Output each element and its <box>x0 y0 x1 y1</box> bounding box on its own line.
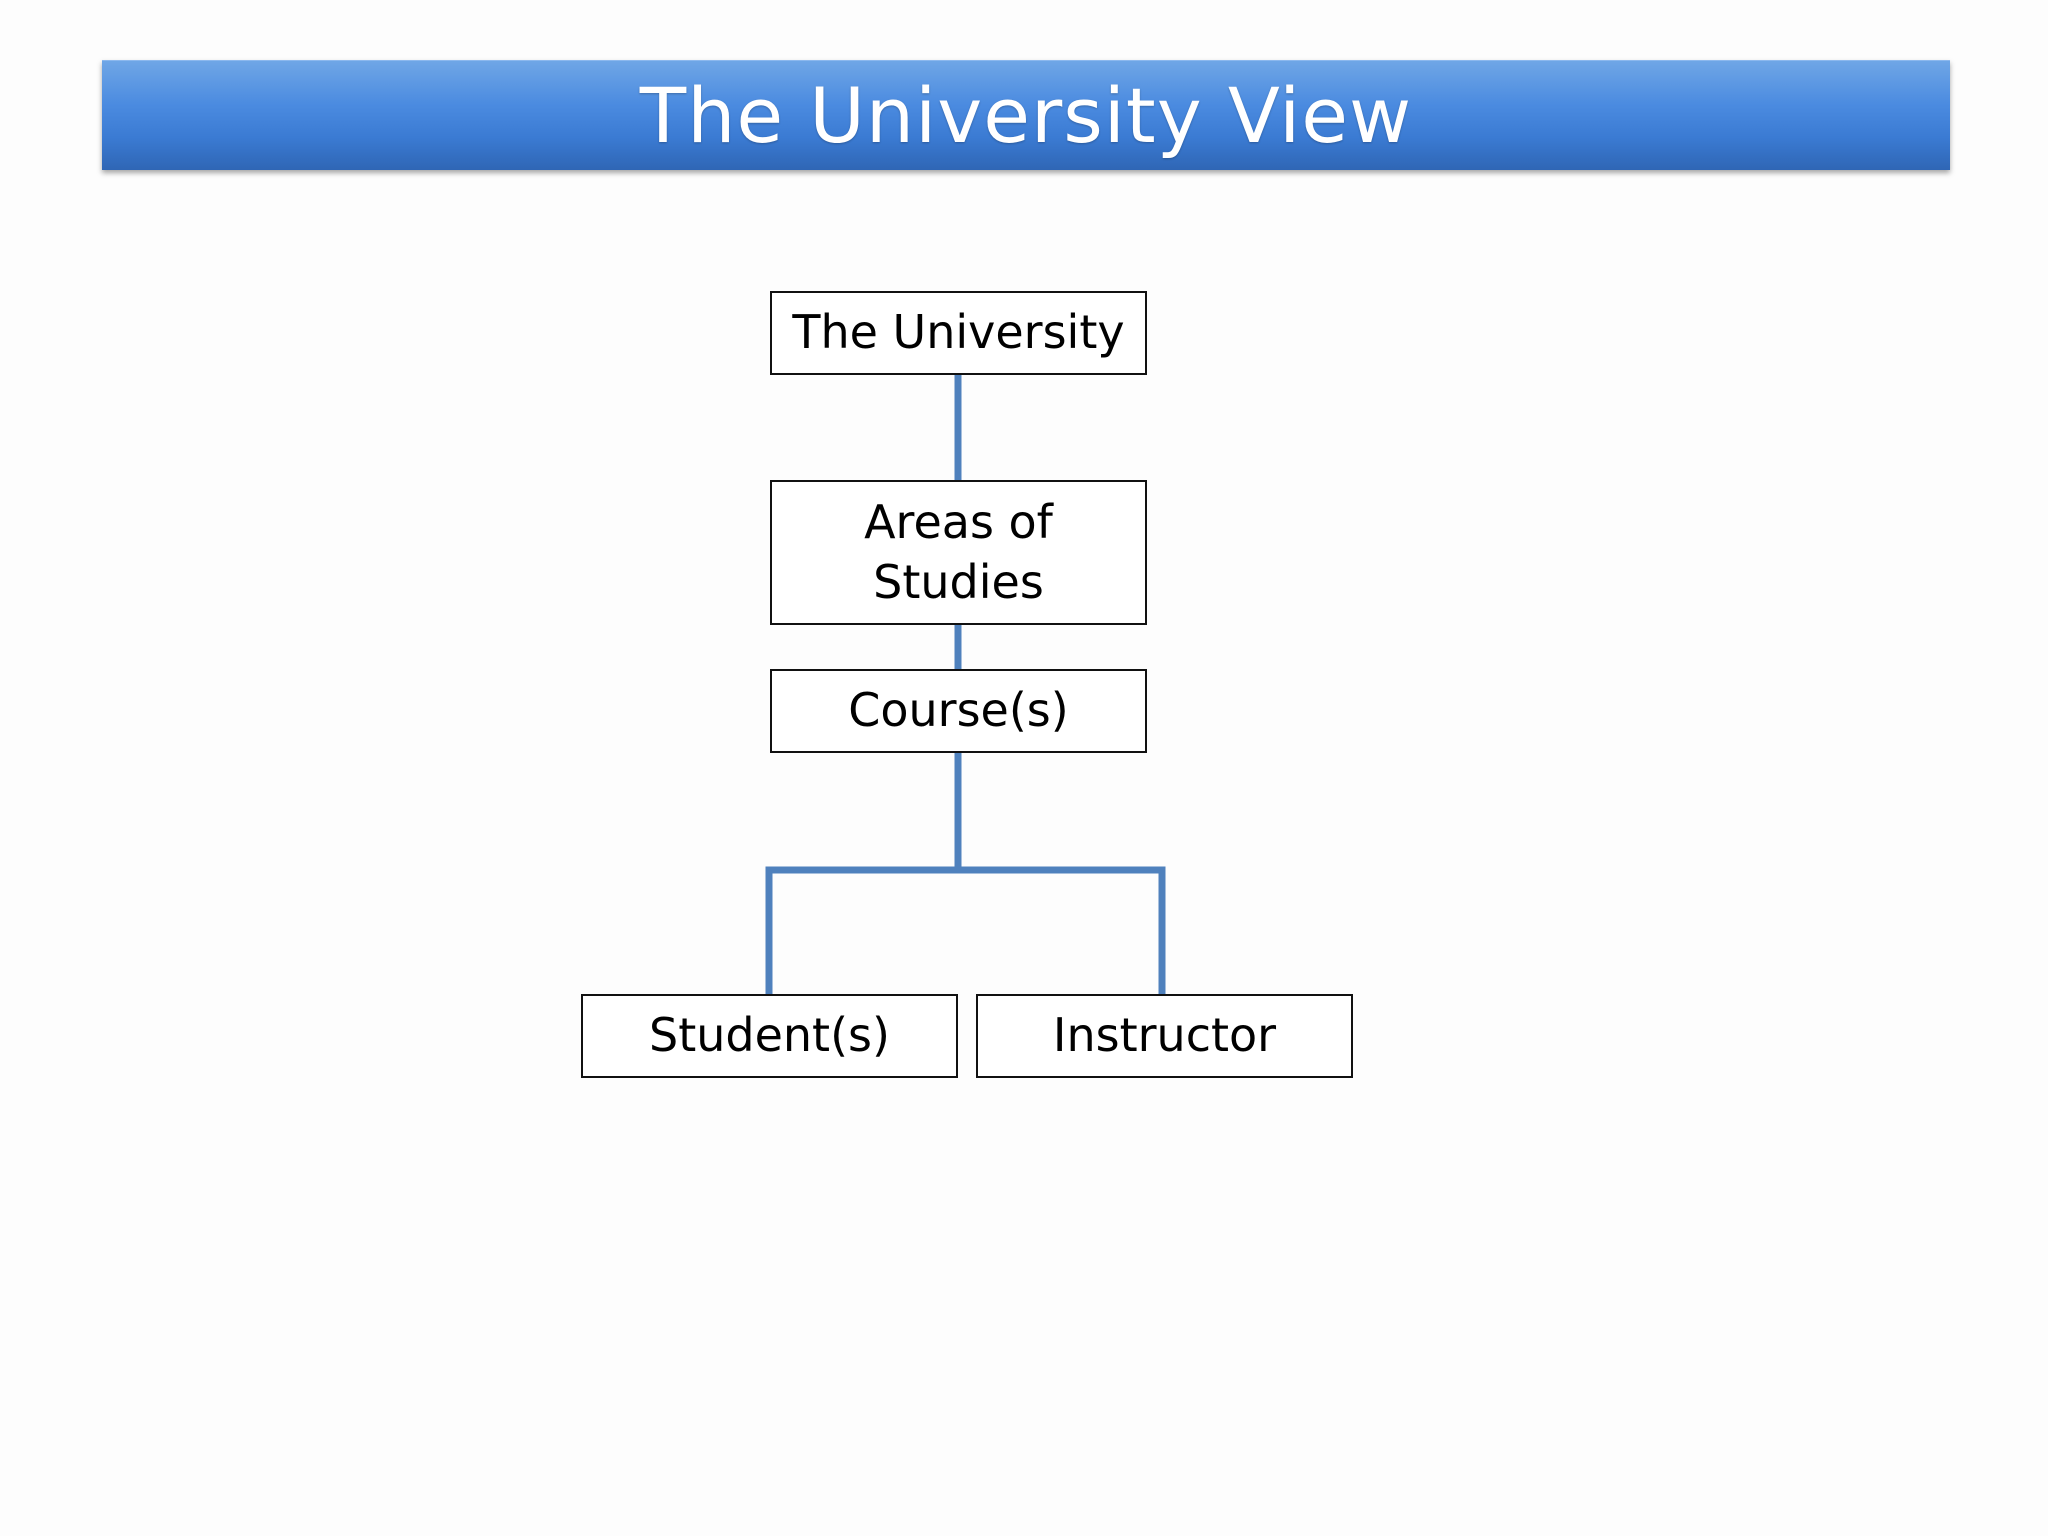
node-the-university: The University <box>770 291 1147 375</box>
node-label: Course(s) <box>848 683 1069 738</box>
node-areas-of-studies: Areas of Studies <box>770 480 1147 625</box>
node-label: Areas of Studies <box>864 494 1053 609</box>
node-label: The University <box>792 305 1125 360</box>
slide-title: The University View <box>639 70 1413 160</box>
node-instructor: Instructor <box>976 994 1353 1078</box>
node-students: Student(s) <box>581 994 958 1078</box>
title-bar: The University View <box>102 60 1950 170</box>
node-courses: Course(s) <box>770 669 1147 753</box>
node-label: Student(s) <box>649 1008 890 1063</box>
node-label: Instructor <box>1052 1008 1277 1063</box>
